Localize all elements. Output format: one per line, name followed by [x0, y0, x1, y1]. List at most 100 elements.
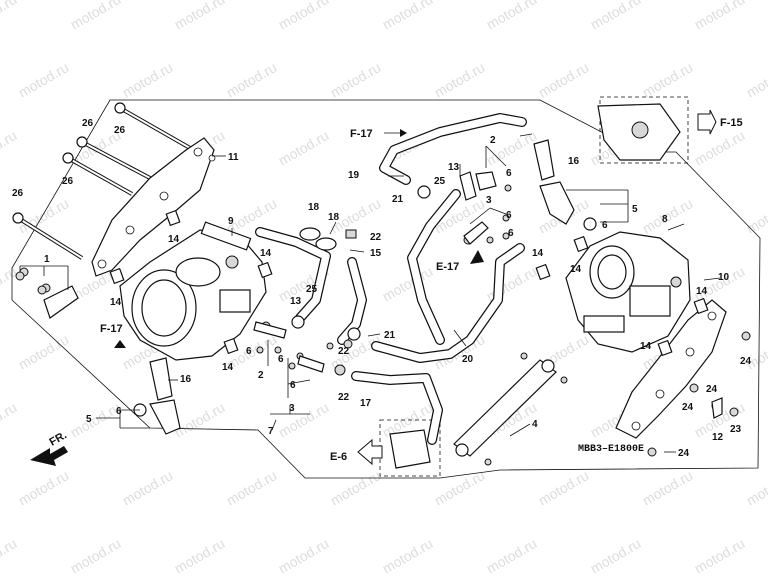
part-label-17: 17 — [360, 398, 372, 409]
part-label-21-a: 21 — [392, 194, 404, 205]
watermark-text: motod.ru — [120, 59, 176, 100]
part-label-14-e: 14 — [532, 248, 544, 259]
watermark-text: motod.ru — [68, 535, 124, 576]
right-carburetor — [565, 231, 691, 353]
watermark-text: motod.ru — [172, 399, 228, 440]
part-label-4: 4 — [532, 419, 538, 430]
link-rod — [453, 352, 568, 466]
watermark-text: motod.ru — [16, 195, 72, 236]
small-parts — [15, 103, 751, 469]
watermark-text: motod.ru — [484, 127, 540, 168]
part-label-6-d: 6 — [290, 380, 296, 391]
watermark-text: motod.ru — [16, 331, 72, 372]
e17-label: E-17 — [436, 261, 459, 273]
part-label-14-d: 14 — [260, 248, 272, 259]
part-labels: 1 2 2 3 3 4 5 5 6 6 6 6 6 6 6 6 7 8 9 10… — [12, 118, 752, 459]
part-label-20: 20 — [462, 354, 474, 365]
f17-top-ref: F-17 — [350, 128, 407, 140]
part-label-2-top: 2 — [490, 135, 496, 146]
watermark-text: motod.ru — [0, 0, 19, 33]
front-direction-arrow: FR. — [30, 429, 69, 466]
watermark-text: motod.ru — [744, 467, 768, 508]
part-label-6-h: 6 — [602, 220, 608, 231]
part-label-8: 8 — [662, 214, 668, 225]
watermark-text: motod.ru — [224, 59, 280, 100]
watermark-text: motod.ru — [588, 0, 644, 33]
part-label-6-e: 6 — [506, 168, 512, 179]
part-label-6-b: 6 — [246, 346, 252, 357]
part-label-14-h: 14 — [640, 341, 652, 352]
e6-ref: E-6 — [330, 438, 383, 466]
f15-ref: F-15 — [697, 109, 743, 135]
part-label-16-left: 16 — [180, 374, 192, 385]
part-label-15: 15 — [370, 248, 382, 259]
watermark-text: motod.ru — [328, 467, 384, 508]
left-carburetor — [119, 221, 267, 361]
e6-label: E-6 — [330, 451, 347, 463]
watermark-text: motod.ru — [692, 535, 748, 576]
part-label-24-a: 24 — [740, 356, 752, 367]
part-label-12: 12 — [712, 432, 724, 443]
watermark-text: motod.ru — [588, 535, 644, 576]
part-label-22-a: 22 — [370, 232, 382, 243]
watermark-text: motod.ru — [16, 59, 72, 100]
watermark-text: motod.ru — [276, 399, 332, 440]
e17-ref: E-17 — [436, 250, 484, 273]
f15-label: F-15 — [720, 117, 743, 129]
watermark-text: motod.ru — [484, 535, 540, 576]
watermark-text: motod.ru — [328, 59, 384, 100]
watermark-text: motod.ru — [276, 127, 332, 168]
part-label-26-d: 26 — [12, 188, 24, 199]
part-label-6-c: 6 — [278, 354, 284, 365]
part-label-21-b: 21 — [384, 330, 396, 341]
watermark-text: motod.ru — [640, 59, 696, 100]
watermark-text: motod.ru — [484, 0, 540, 33]
front-label: FR. — [48, 429, 69, 448]
part-label-6-f: 6 — [506, 210, 512, 221]
part-label-26-a: 26 — [114, 125, 126, 136]
f17-left-label: F-17 — [100, 323, 123, 335]
watermark-text: motod.ru — [692, 0, 748, 33]
f15-inset-box — [599, 96, 689, 164]
part-label-25-b: 25 — [306, 284, 318, 295]
watermark-text: motod.ru — [744, 59, 768, 100]
leader-lines — [19, 133, 721, 453]
part-label-26-b: 26 — [82, 118, 94, 129]
part-label-9: 9 — [228, 216, 234, 227]
part-label-26-c: 26 — [62, 176, 74, 187]
watermark-text: motod.ru — [68, 0, 124, 33]
watermark-text: motod.ru — [68, 399, 124, 440]
part-label-11: 11 — [228, 152, 239, 163]
watermark-text: motod.ru — [120, 467, 176, 508]
watermark-text: motod.ru — [0, 399, 19, 440]
right-bracket-plate — [615, 299, 727, 439]
watermark-text: motod.ru — [432, 59, 488, 100]
part-label-24-c: 24 — [682, 402, 694, 413]
part-label-3-left: 3 — [289, 403, 295, 414]
part-label-6-a: 6 — [116, 406, 122, 417]
part-label-14-c: 14 — [222, 362, 234, 373]
watermark-text: motod.ru — [380, 0, 436, 33]
part-label-1: 1 — [44, 254, 50, 265]
watermark-text: motod.ru — [536, 467, 592, 508]
part-label-23: 23 — [730, 424, 742, 435]
watermark-text: motod.ru — [276, 535, 332, 576]
part-label-6-g: 6 — [508, 228, 514, 239]
watermark-text: motod.ru — [692, 127, 748, 168]
part-label-5-right: 5 — [632, 204, 638, 215]
watermark-text: motod.ru — [484, 263, 540, 304]
watermark-text: motod.ru — [16, 467, 72, 508]
watermark-text: motod.ru — [0, 535, 19, 576]
left-bracket-plate — [91, 137, 215, 277]
part-label-10: 10 — [718, 272, 730, 283]
watermark-text: motod.ru — [744, 195, 768, 236]
part-label-19: 19 — [348, 170, 360, 181]
watermark-text: motod.ru — [172, 0, 228, 33]
watermark-text: motod.ru — [380, 263, 436, 304]
part-label-18-a: 18 — [308, 202, 320, 213]
part-label-22-c: 22 — [338, 392, 350, 403]
watermark-text: motod.ru — [0, 127, 19, 168]
watermark-text: motod.ru — [640, 467, 696, 508]
